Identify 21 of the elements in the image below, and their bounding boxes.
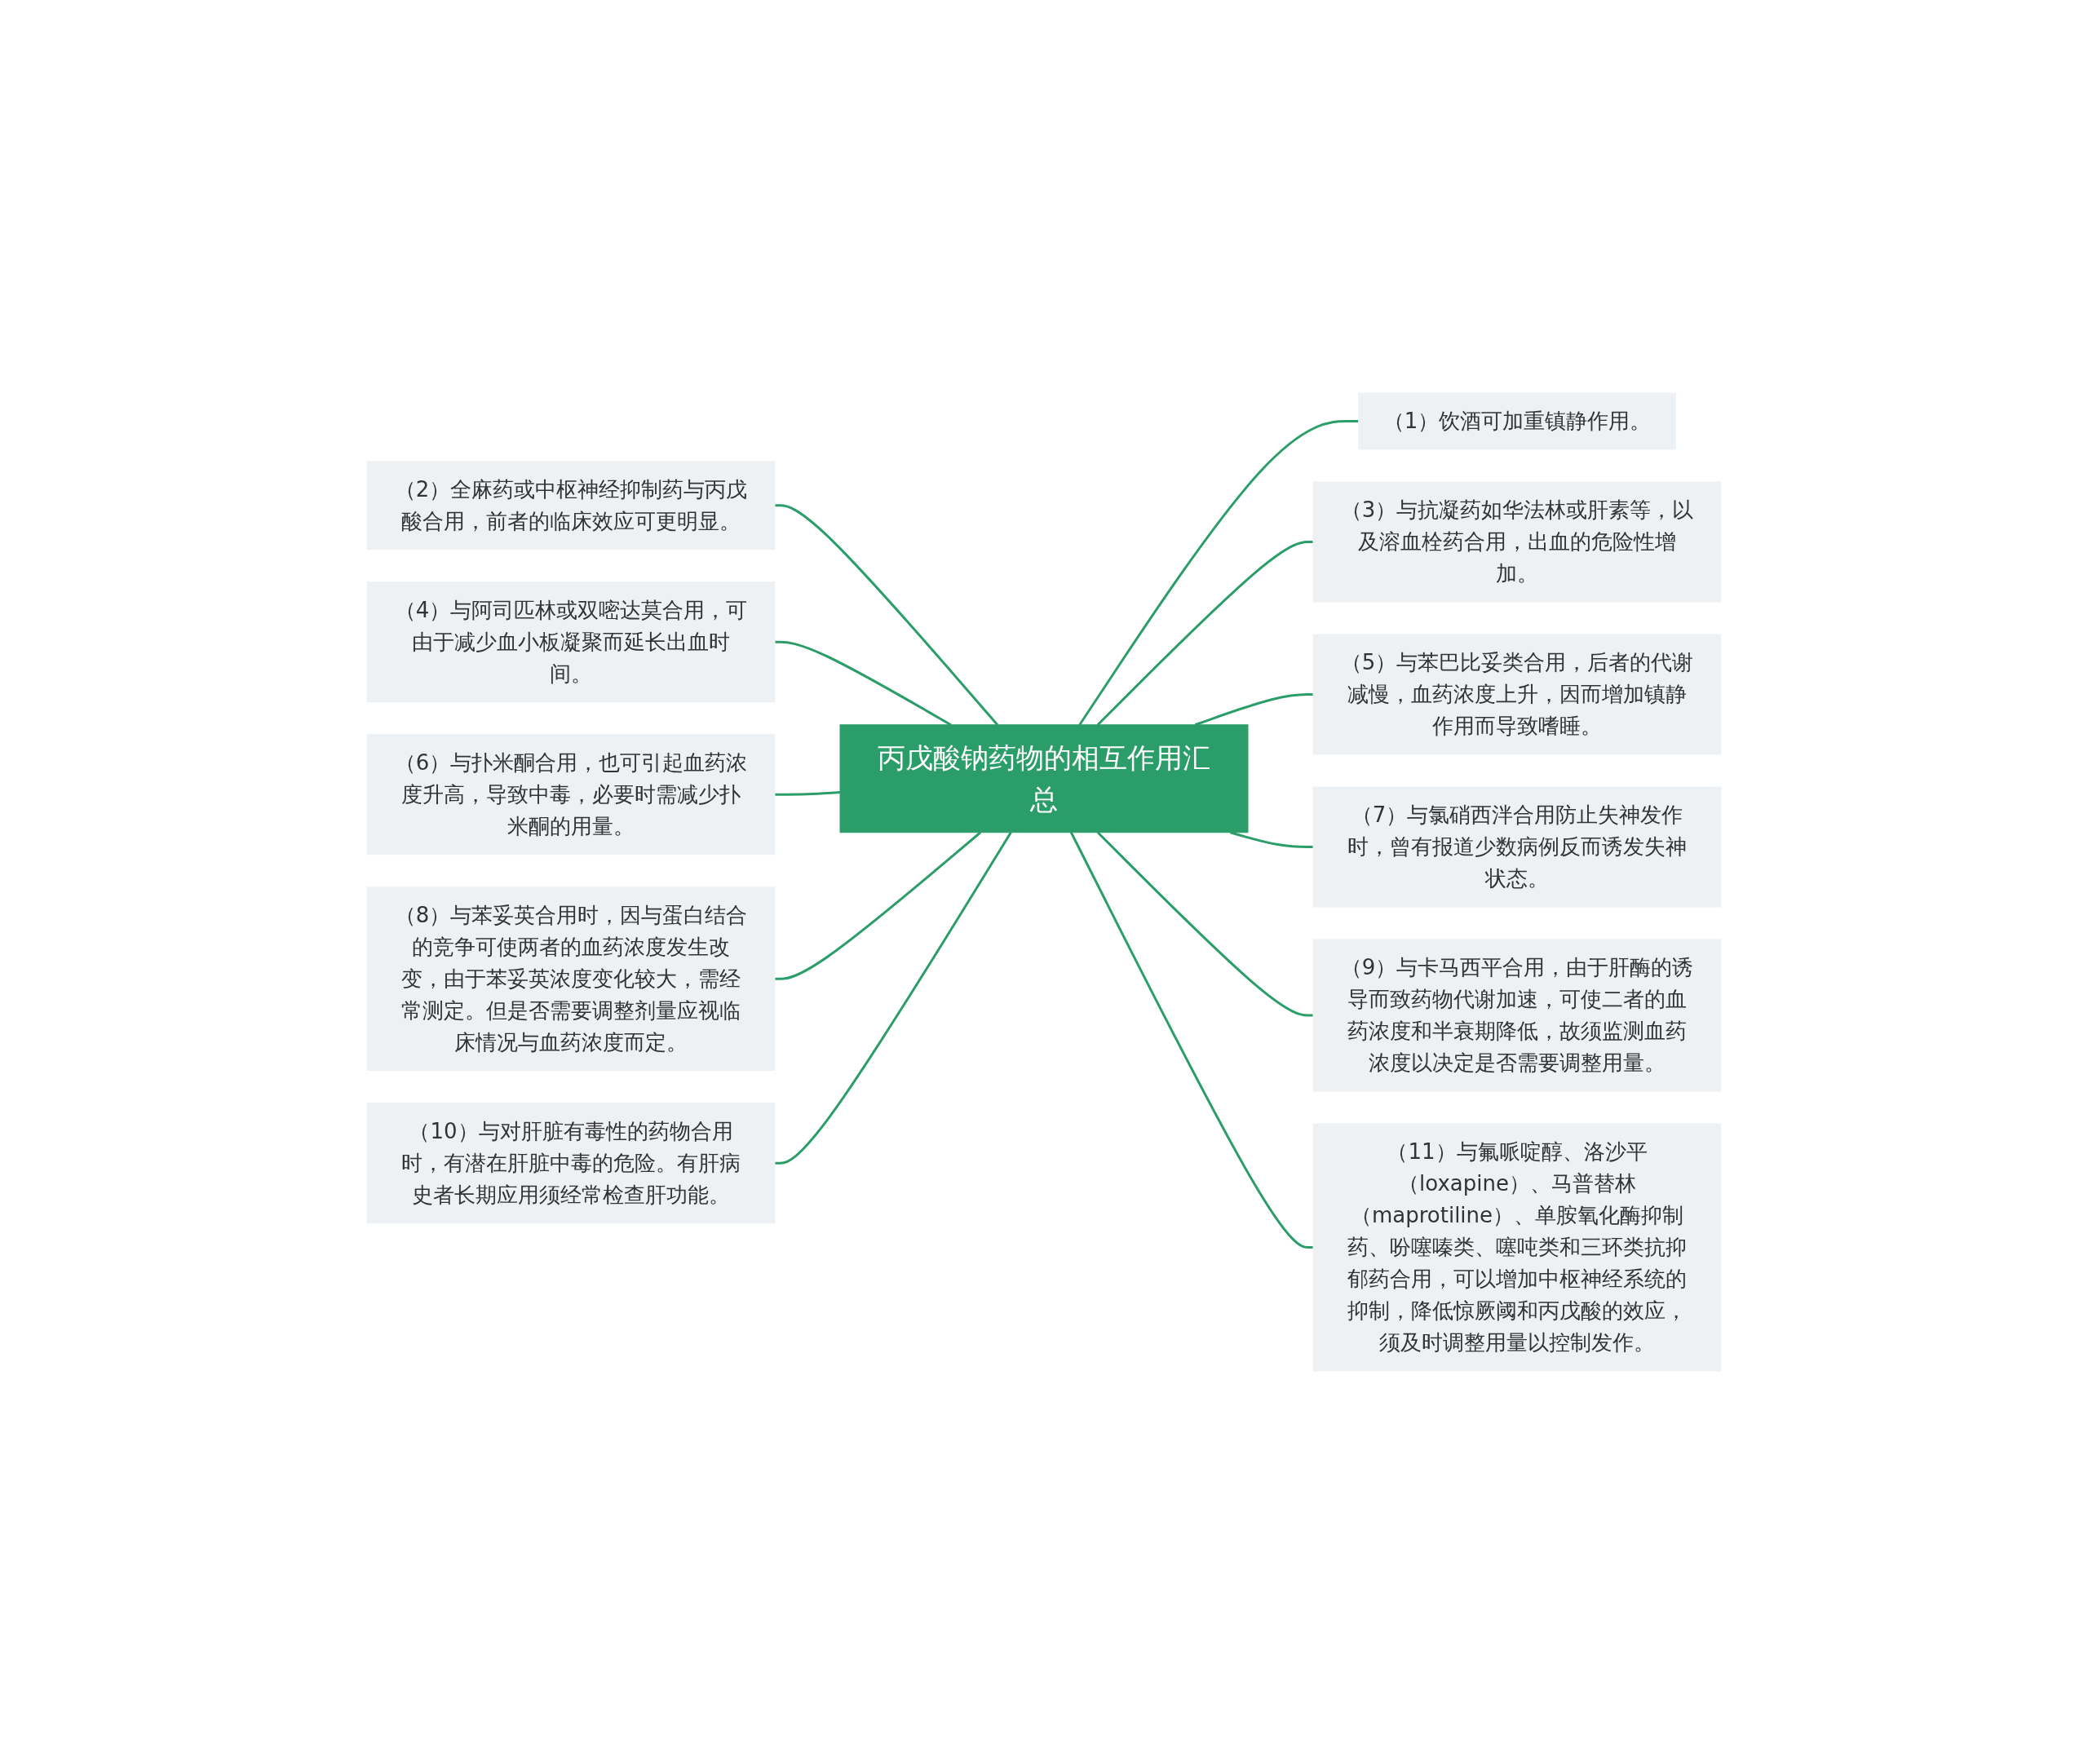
connector xyxy=(1096,541,1313,726)
node-box: （10）与对肝脏有毒性的药物合用时，有潜在肝脏中毒的危险。有肝病史者长期应用须经常检查肝功能。 xyxy=(366,1103,776,1224)
node-box: （5）与苯巴比妥类合用，后者的代谢减慢，血药浓度上升，因而增加镇静作用而导致嗜睡。 xyxy=(1312,634,1722,755)
node-box: （9）与卡马西平合用，由于肝酶的诱导而致药物代谢加速，可使二者的血药浓度和半衰期降低，故须监测血药浓度以决定是否需要调整用量。 xyxy=(1312,939,1722,1092)
node-box: （7）与氯硝西泮合用防止失神发作时，曾有报道少数病例反而诱发失神状态。 xyxy=(1312,786,1722,908)
node-box: （1）饮酒可加重镇静作用。 xyxy=(1358,392,1676,450)
node-box: （8）与苯妥英合用时，因与蛋白结合的竞争可使两者的血药浓度发生改变，由于苯妥英浓度变化较大，需经常测定。但是否需要调整剂量应视临床情况与血药浓度而定。 xyxy=(366,886,776,1072)
connector xyxy=(1078,420,1359,726)
connector xyxy=(775,831,981,980)
connector xyxy=(1096,831,1313,1017)
node-box: （4）与阿司匹林或双嘧达莫合用，可由于减少血小板凝聚而延长出血时间。 xyxy=(366,581,776,703)
connector xyxy=(775,831,1012,1165)
connector xyxy=(775,791,841,796)
node-box: （6）与扑米酮合用，也可引起血药浓度升高，导致中毒，必要时需减少扑米酮的用量。 xyxy=(366,734,776,855)
node-box: （3）与抗凝药如华法林或肝素等，以及溶血栓药合用，出血的危险性增加。 xyxy=(1312,481,1722,603)
connector xyxy=(775,504,998,726)
connector xyxy=(1069,832,1313,1249)
node-box: （11）与氟哌啶醇、洛沙平（loxapine）、马普替林（maprotiline）、单胺氧化酶抑制药、吩噻嗪类、噻吨类和三环类抗抑郁药合用，可以增加中枢神经系统的抑制，降低惊厥阈和丙戊酸的效应，须及时调整用量以控制发作。 xyxy=(1312,1123,1722,1372)
node-box: （2）全麻药或中枢神经抑制药与丙戊酸合用，前者的临床效应可更明显。 xyxy=(366,461,776,550)
node-box: 丙戊酸钠药物的相互作用汇总 xyxy=(839,724,1249,833)
connector xyxy=(1230,831,1313,848)
